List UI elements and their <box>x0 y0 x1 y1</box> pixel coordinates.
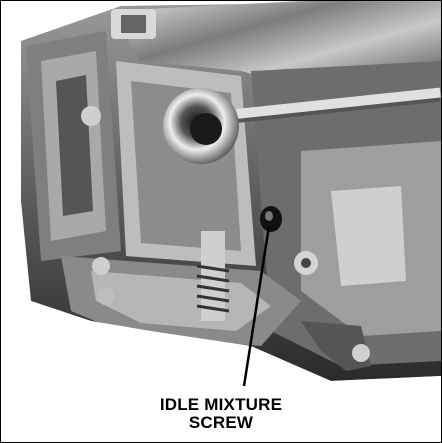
pointer-line <box>242 225 271 387</box>
label-line-1: IDLE MIXTURE <box>159 395 283 414</box>
idle-mixture-screw-label: IDLE MIXTURE SCREW <box>121 396 321 432</box>
label-line-2: SCREW <box>188 413 254 432</box>
